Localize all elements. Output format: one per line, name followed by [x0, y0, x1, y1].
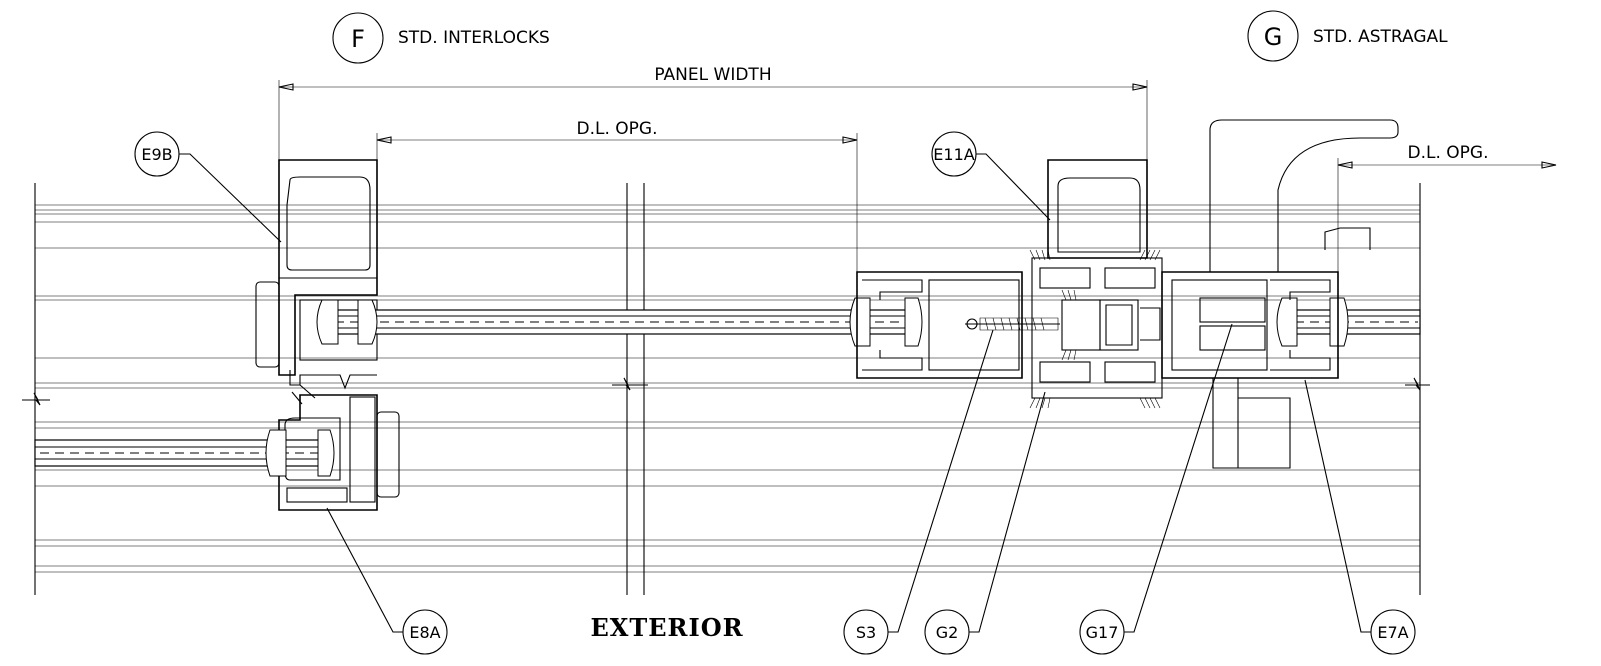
- dimension-panel-width: PANEL WIDTH: [278, 65, 1148, 160]
- callout-e9b: E9B: [134, 131, 282, 243]
- callout-s3-label: S3: [856, 623, 876, 642]
- callout-e8a-label: E8A: [409, 623, 440, 642]
- dl-opening-right-label: D.L. OPG.: [1408, 143, 1489, 163]
- section-header-interlock: F STD. INTERLOCKS: [332, 12, 550, 64]
- callout-e7a-label: E7A: [1377, 623, 1408, 642]
- glazing-gaskets: [265, 297, 1349, 477]
- section-header-astragal: G STD. ASTRAGAL: [1247, 10, 1448, 62]
- section-f-title: STD. INTERLOCKS: [398, 28, 550, 48]
- callout-e7a: E7A: [1304, 379, 1416, 655]
- section-g-letter: G: [1264, 23, 1283, 51]
- astragal-right-leaf-frame: [1161, 271, 1339, 379]
- section-f-bubble: [332, 12, 384, 64]
- exterior-label: EXTERIOR: [590, 613, 743, 642]
- glass-lite-upper-left: [329, 309, 911, 335]
- callout-g17-label: G17: [1086, 623, 1119, 642]
- callout-g2: G2: [924, 391, 1046, 655]
- dimension-dl-opening-right: D.L. OPG.: [1337, 143, 1557, 300]
- interlock-profile-upper: [255, 159, 378, 390]
- callout-e9b-label: E9B: [141, 145, 172, 164]
- callout-e11a-label: E11A: [933, 145, 974, 164]
- panel-width-label: PANEL WIDTH: [654, 65, 771, 85]
- callout-e8a: E8A: [326, 507, 448, 655]
- astragal-flush-bolt-housing: [1209, 119, 1399, 469]
- astragal-weatherstrip-brushes: [1029, 249, 1161, 409]
- interlock-profile-lower: [278, 384, 400, 511]
- callout-g17: G17: [1079, 323, 1233, 655]
- section-g-bubble: [1247, 10, 1299, 62]
- astragal-e11a-profile: [1031, 159, 1163, 399]
- track-lines: [22, 183, 1430, 595]
- section-f-letter: F: [351, 25, 365, 53]
- section-g-title: STD. ASTRAGAL: [1313, 27, 1448, 47]
- callout-g2-label: G2: [936, 623, 959, 642]
- dl-opening-left-label: D.L. OPG.: [577, 119, 658, 139]
- callout-e11a: E11A: [931, 131, 1051, 221]
- astragal-screw: [965, 317, 1060, 331]
- glass-lite-right: [1289, 309, 1421, 335]
- dimension-dl-opening-left: D.L. OPG.: [376, 119, 858, 295]
- callout-s3: S3: [843, 329, 994, 655]
